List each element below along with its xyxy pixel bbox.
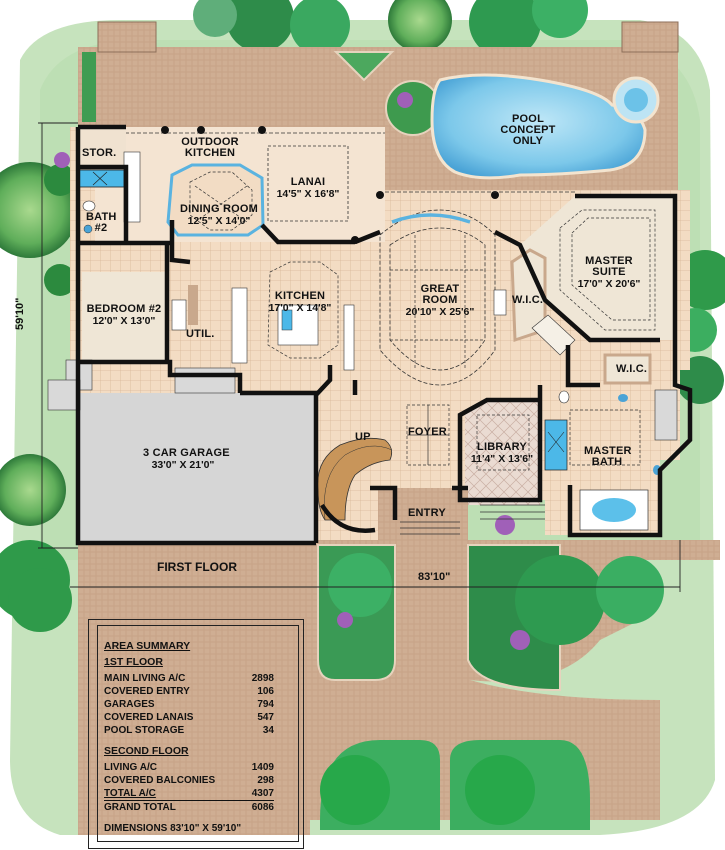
library bbox=[465, 400, 540, 505]
pool bbox=[430, 73, 647, 180]
top-foliage bbox=[193, 0, 588, 58]
overall-depth-label: 59'10" bbox=[14, 297, 26, 330]
stor-label: STOR. bbox=[82, 147, 117, 159]
second-floor-heading: SECOND FLOOR bbox=[104, 745, 189, 757]
overall-width-label: 83'10" bbox=[418, 571, 451, 583]
area-summary-box bbox=[97, 625, 299, 842]
dimensions-text: DIMENSIONS 83'10" X 59'10" bbox=[104, 823, 242, 834]
area-summary-frame bbox=[88, 619, 304, 849]
bath2-label: BATH #2 bbox=[86, 211, 117, 234]
master-suite bbox=[520, 196, 675, 340]
walls bbox=[75, 124, 693, 546]
util-label: UTIL. bbox=[186, 328, 215, 340]
stair-up-label: UP bbox=[355, 431, 371, 443]
first-floor-heading: 1ST FLOOR bbox=[104, 656, 163, 668]
columns bbox=[161, 126, 499, 244]
garage bbox=[80, 393, 315, 543]
foyer-label: FOYER bbox=[408, 426, 447, 438]
dimension-lines bbox=[38, 122, 681, 592]
area-summary-title: AREA SUMMARY bbox=[104, 640, 191, 652]
great-room bbox=[379, 209, 496, 386]
spiral-staircase bbox=[317, 437, 393, 521]
master-bath-label: MASTER BATH bbox=[584, 445, 632, 468]
wic-2-label: W.I.C. bbox=[616, 363, 648, 375]
wic-1-label: W.I.C. bbox=[512, 294, 544, 306]
pool-label: POOL CONCEPT ONLY bbox=[500, 113, 556, 147]
outdoor-kitchen-label: OUTDOOR KITCHEN bbox=[181, 136, 239, 159]
floor-label: FIRST FLOOR bbox=[157, 560, 237, 574]
entry-label: ENTRY bbox=[408, 507, 446, 519]
bedroom-2 bbox=[82, 272, 167, 362]
